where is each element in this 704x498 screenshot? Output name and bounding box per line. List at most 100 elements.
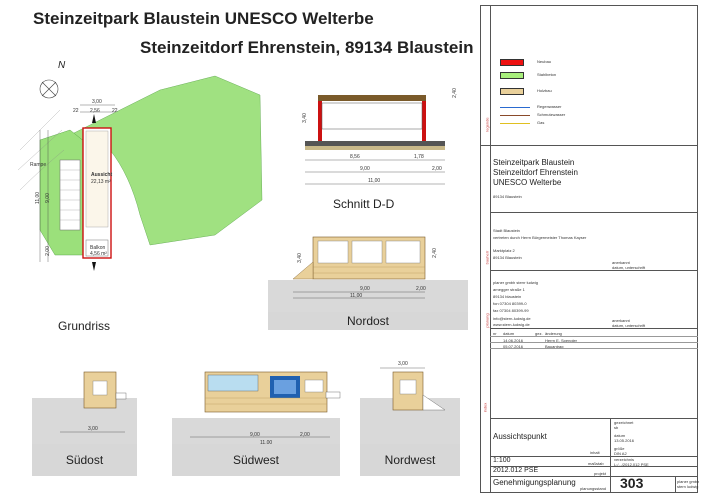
- index-head: gez.: [535, 331, 543, 336]
- legend-swatch-holzbau: [500, 88, 524, 95]
- tb-client-sig: datum, unterschrift: [612, 265, 646, 270]
- index-cell: Bauantrag: [545, 344, 564, 349]
- view-label-schnitt: Schnitt D-D: [333, 197, 395, 211]
- plan-dim: 22: [73, 108, 79, 114]
- legend-line-label: Gas: [537, 120, 545, 125]
- legend-label: Holzbau: [537, 88, 552, 93]
- nordost-dim: 2,40: [431, 248, 438, 258]
- plan-balcony-area: 4,56 m²: [90, 251, 107, 257]
- tb-meta: DIN A2: [614, 451, 627, 456]
- nordwest-elevation: [360, 367, 460, 444]
- index-cell: Herrn E. Spengler: [545, 338, 578, 343]
- section-drawing: [305, 95, 445, 185]
- suedwest-dim: 9,00: [250, 432, 260, 438]
- index-head: nr: [493, 331, 497, 336]
- tb-project-label: projekt: [594, 471, 607, 476]
- tb-planner-web[interactable]: www.stern-ludwig.de: [493, 322, 530, 327]
- index-head: datum: [503, 331, 515, 336]
- tb-project-no: 2012.012 PSE: [493, 467, 539, 474]
- plan-room-area: 22,13 m²: [91, 179, 111, 185]
- tb-meta: datum: [614, 433, 626, 438]
- suedost-elevation: [32, 371, 137, 444]
- plan-dim: 22: [112, 108, 118, 114]
- plan-ramp-label: Rampe: [30, 162, 47, 168]
- legend-line-label: Schmutzwasser: [537, 112, 566, 117]
- nordost-dim: 2,00: [416, 286, 426, 292]
- suedwest-elevation: [172, 371, 341, 446]
- tb-client: Stadt Blaustein: [493, 228, 520, 233]
- side-label: bauherr: [484, 250, 490, 265]
- view-label-nordost: Nordost: [268, 312, 468, 330]
- tb-scale-label: maßstab: [588, 461, 604, 466]
- plan-dim: 2,56: [90, 108, 100, 114]
- index-cell: 05.07.2016: [503, 344, 524, 349]
- plan-balcony: [85, 239, 109, 257]
- section-dim: 9,00: [360, 166, 370, 172]
- tb-planner-sig: anerkannt: [612, 318, 630, 323]
- legend-line-label: Regenwasser: [537, 104, 562, 109]
- plan-ramp: [59, 159, 81, 231]
- section-dim: 1,78: [414, 154, 424, 160]
- plan-room-label: Aussicht: [91, 172, 113, 178]
- tb-project-line: Steinzeitdorf Ehrenstein: [493, 168, 578, 177]
- suedwest-dim: 11,00: [260, 440, 273, 446]
- tb-planner: 89134 blaustein: [493, 294, 522, 299]
- section-dim: 8,56: [350, 154, 360, 160]
- view-label-nordwest: Nordwest: [360, 444, 460, 476]
- drawing-canvas: [17, 75, 468, 446]
- nordwest-dim: 3,00: [398, 361, 408, 367]
- plan-dim: 9,00: [44, 193, 51, 203]
- section-dim: 2,00: [432, 166, 442, 172]
- tb-verzeichnis: verzeichnis: [614, 457, 635, 462]
- tb-planner: fax 07304 80399-99: [493, 308, 529, 313]
- legend-label: Stahlbeton: [537, 72, 557, 77]
- legend-swatch-neubau: [500, 59, 524, 66]
- suedost-dim: 3,00: [88, 426, 98, 432]
- side-label: index: [482, 402, 488, 413]
- tb-client-addr: Marktplatz 2: [493, 248, 515, 253]
- title-block: [480, 5, 698, 493]
- terrain-area-upper: [69, 75, 263, 246]
- tb-planner-sig: datum, unterschrift: [612, 323, 646, 328]
- legend-swatch-stahlbeton: [500, 72, 524, 79]
- tb-client-sig: anerkannt: [612, 260, 630, 265]
- legend-label: Neubau: [537, 59, 552, 64]
- view-label-suedwest: Südwest: [172, 444, 340, 476]
- compass-icon: [39, 79, 59, 99]
- tb-project-place: 89134 Blaustein: [493, 194, 522, 199]
- tb-planner: arnegger straße 1: [493, 287, 525, 292]
- tb-meta: gezeichnet: [614, 420, 634, 425]
- tb-planner-web[interactable]: info@stern-ludwig.de: [493, 316, 531, 321]
- tb-stage: Genehmigungsplanung: [493, 478, 576, 487]
- tb-verzeichnis: L:/.../2012.012 PSE: [614, 462, 649, 467]
- tb-meta: 13.05.2016: [614, 438, 635, 443]
- suedwest-dim: 2,00: [300, 432, 310, 438]
- page-subtitle: Steinzeitdorf Ehrenstein, 89134 Blaustei…: [140, 38, 474, 57]
- index-cell: 14.06.2016: [503, 338, 524, 343]
- side-label: legende: [484, 117, 490, 132]
- section-dim: 3,40: [301, 113, 308, 123]
- index-head: änderung: [545, 331, 562, 336]
- nordost-dim: 3,40: [296, 253, 303, 263]
- section-dim: 11,00: [368, 178, 381, 184]
- section-dim: 2,40: [451, 88, 458, 98]
- view-label-grundriss: Grundriss: [58, 319, 111, 333]
- tb-meta: größe: [614, 446, 625, 451]
- nordost-dim: 9,00: [360, 286, 370, 292]
- tb-client: vertreten durch Herrn Bürgermeister Thom…: [493, 235, 587, 240]
- page-title: Steinzeitpark Blaustein UNESCO Welterbe: [33, 9, 374, 28]
- tb-client-addr: 89134 Blaustein: [493, 255, 522, 260]
- tb-planner: fon 07304 80399-0: [493, 301, 527, 306]
- north-label: N: [58, 60, 66, 71]
- plan-dim: 2,00: [44, 246, 51, 256]
- tb-project-line: Steinzeitpark Blaustein: [493, 158, 575, 167]
- plan-balcony-label: Balkon: [90, 245, 106, 251]
- tb-project-line: UNESCO Welterbe: [493, 178, 562, 187]
- tb-drawing-title: Aussichtspunkt: [493, 432, 547, 441]
- tb-planner: planer gmbh stern·ludwig: [493, 280, 538, 285]
- nordost-dim: 11,00: [350, 293, 363, 299]
- tb-logo: stern ludwig: [677, 484, 699, 489]
- view-label-suedost: Südost: [32, 444, 137, 476]
- tb-plan-number: 303: [620, 475, 644, 491]
- tb-inhalt-label: inhalt: [590, 450, 600, 455]
